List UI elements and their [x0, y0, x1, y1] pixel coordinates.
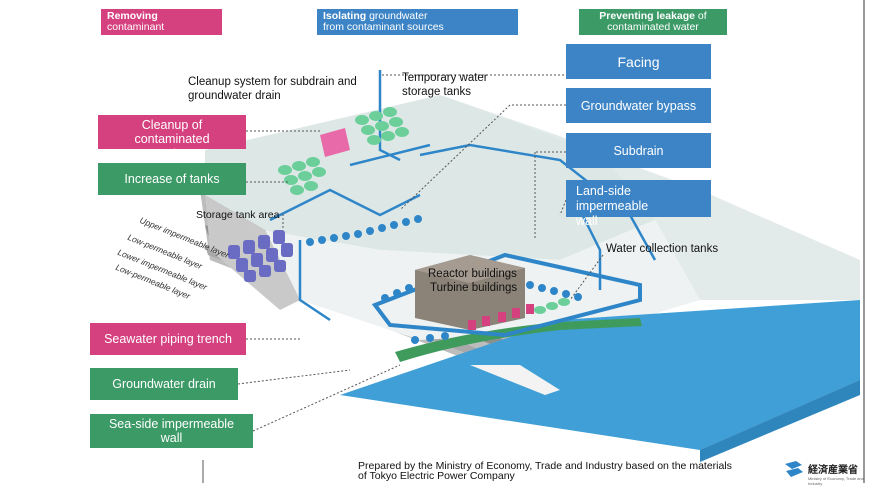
box-seaside-wall: Sea-side impermeable wall	[90, 414, 253, 448]
header-removing-rest: contaminant	[107, 21, 165, 33]
box-subdrain-label: Subdrain	[613, 143, 664, 158]
box-groundwater-bypass: Groundwater bypass	[566, 88, 711, 123]
header-preventing-rest: of	[695, 10, 707, 22]
header-removing-bold: Removing	[107, 10, 158, 22]
box-landside-line2: wall	[576, 214, 598, 228]
box-drain-label: Groundwater drain	[112, 377, 216, 391]
header-removing: Removing contaminant sources	[101, 9, 222, 44]
header-isolating-bold: Isolating	[323, 10, 367, 22]
plateau	[205, 95, 655, 260]
credit-text: Prepared by the Ministry of Economy, Tra…	[358, 460, 732, 482]
header-isolating: Isolating groundwater from contaminant s…	[317, 9, 518, 35]
label-temp-tanks-line1: Temporary water	[402, 72, 488, 84]
label-turbine: Turbine buildings	[430, 282, 518, 294]
header-preventing: Preventing leakage of contaminated water	[579, 9, 727, 35]
header-removing-line2: sources	[107, 32, 144, 44]
label-storage-area: Storage tank area	[196, 209, 280, 221]
header-preventing-bold: Preventing leakage	[599, 10, 696, 22]
header-isolating-rest: groundwater	[366, 10, 428, 22]
seaside-wall-shape	[395, 318, 642, 362]
label-collection-tanks: Water collection tanks	[606, 243, 719, 255]
box-seawall-label: Sea-side impermeable wall	[108, 417, 235, 445]
credit-line1: Prepared by the Ministry of Economy, Tra…	[358, 460, 732, 472]
cleanup-building	[320, 128, 350, 157]
box-facing-label: Facing	[617, 53, 660, 70]
box-increase-tanks: Increase of tanks	[98, 163, 246, 195]
label-cleanup-system-line1: Cleanup system for subdrain and	[188, 76, 357, 88]
box-landside-line1: Land-side impermeable	[576, 184, 649, 213]
box-bypass-label: Groundwater bypass	[580, 98, 697, 113]
box-groundwater-drain: Groundwater drain	[90, 368, 238, 400]
header-isolating-line2: from contaminant sources	[323, 21, 444, 33]
box-cleanup-line2: contaminated water	[134, 132, 210, 160]
label-reactor: Reactor buildings	[428, 268, 517, 280]
label-temporary-tanks: Temporary water storage tanks	[402, 71, 488, 99]
header-preventing-line2: contaminated water	[607, 21, 699, 33]
box-subdrain: Subdrain	[566, 133, 711, 168]
label-cleanup-system: Cleanup system for subdrain and groundwa…	[188, 75, 357, 103]
meti-logo-icon	[785, 461, 803, 477]
box-seawater-trench: Seawater piping trench	[90, 323, 246, 355]
box-cleanup: Cleanup of contaminated water	[98, 115, 246, 160]
meti-logo-text: 経済産業省	[808, 465, 858, 476]
landside-wall-shape	[371, 252, 642, 338]
credit-line2: of Tokyo Electric Power Company	[358, 470, 515, 482]
box-cleanup-line1: Cleanup of	[141, 118, 203, 132]
meti-logo-sub: Ministry of Economy, Trade and Industry	[808, 476, 864, 486]
box-trench-label: Seawater piping trench	[104, 332, 232, 346]
box-landside-wall: Land-side impermeable wall	[566, 180, 711, 228]
label-cleanup-system-line2: groundwater drain	[188, 90, 281, 102]
sea	[340, 300, 860, 450]
label-temp-tanks-line2: storage tanks	[402, 86, 472, 98]
box-facing: Facing	[566, 44, 711, 79]
box-tanks-label: Increase of tanks	[124, 172, 220, 186]
